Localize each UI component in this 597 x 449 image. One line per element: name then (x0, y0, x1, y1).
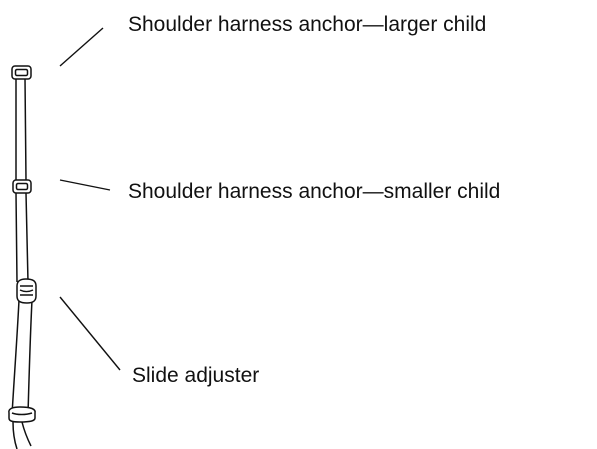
larger-child-anchor-label: Shoulder harness anchor—larger child (128, 13, 487, 36)
smaller-child-anchor (12, 179, 32, 194)
strap-end-loop (8, 406, 36, 449)
slide-adjuster-label: Slide adjuster (132, 364, 260, 387)
leader-line-larger (59, 27, 104, 67)
larger-child-anchor (11, 65, 32, 80)
smaller-child-anchor-label: Shoulder harness anchor—smaller child (128, 180, 501, 203)
slide-adjuster (16, 278, 37, 304)
leader-lines (59, 27, 121, 371)
strap (11, 77, 33, 416)
leader-line-smaller (59, 179, 111, 191)
leader-line-slide (59, 296, 121, 371)
